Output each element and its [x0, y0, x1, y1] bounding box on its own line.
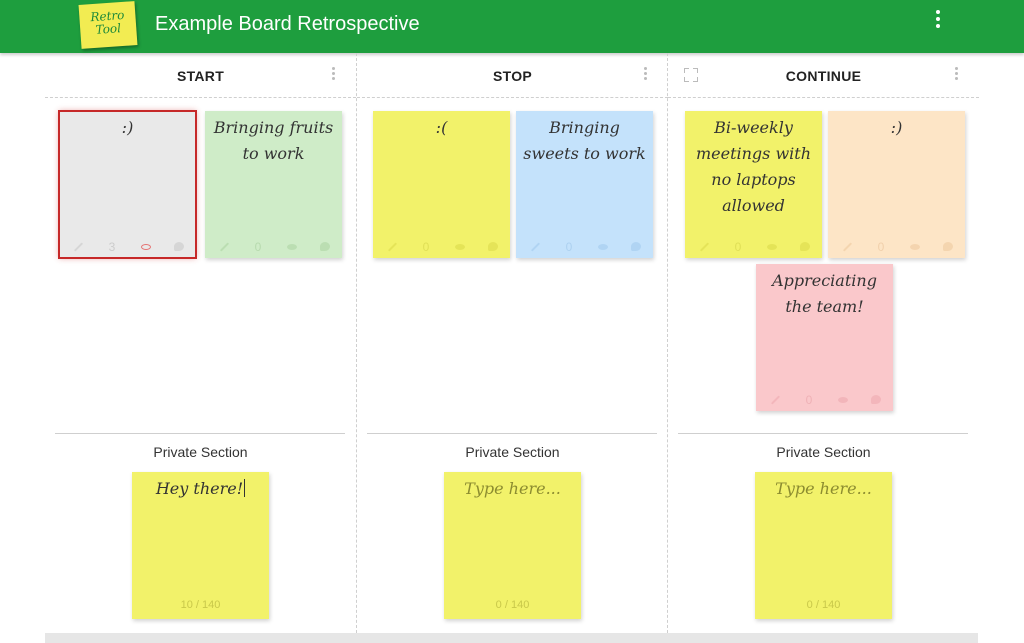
edit-icon[interactable]: [387, 242, 398, 252]
column-title: CONTINUE: [785, 68, 862, 84]
sticky-note[interactable]: :) 0: [828, 111, 965, 258]
note-footer: 0: [756, 389, 893, 411]
vote-count: 3: [108, 240, 116, 254]
edit-icon[interactable]: [842, 242, 853, 252]
column-title: START: [176, 68, 225, 84]
sticky-note[interactable]: Bi-weekly meetings with no laptops allow…: [685, 111, 822, 258]
eye-icon[interactable]: [598, 244, 608, 250]
private-divider: [367, 433, 657, 434]
note-text: Bringing sweets to work: [523, 118, 646, 163]
private-divider: [678, 433, 968, 434]
top-app-bar: Retro Tool Example Board Retrospective: [0, 0, 1024, 53]
column-header: CONTINUE: [668, 53, 979, 98]
private-note-input[interactable]: Type here... 0 / 140: [444, 472, 581, 619]
edit-icon[interactable]: [530, 242, 541, 252]
vote-count: 0: [565, 240, 573, 254]
eye-icon[interactable]: [141, 244, 151, 250]
column-header: START: [45, 53, 356, 98]
vote-count: 0: [422, 240, 430, 254]
palette-icon[interactable]: [320, 242, 330, 251]
edit-icon[interactable]: [73, 242, 84, 252]
note-text: Bi-weekly meetings with no laptops allow…: [695, 118, 812, 215]
edit-icon[interactable]: [699, 242, 710, 252]
vote-count: 0: [805, 393, 813, 407]
char-counter: 10 / 140: [180, 599, 221, 611]
edit-icon[interactable]: [219, 242, 230, 252]
palette-icon[interactable]: [943, 242, 953, 251]
vote-count: 0: [877, 240, 885, 254]
column-menu-icon[interactable]: [953, 67, 959, 83]
sticky-note[interactable]: :( 0: [373, 111, 510, 258]
palette-icon[interactable]: [488, 242, 498, 251]
note-footer: 0: [828, 236, 965, 258]
private-note-placeholder: Type here...: [775, 479, 872, 498]
more-vert-icon[interactable]: [930, 10, 946, 34]
eye-icon[interactable]: [910, 244, 920, 250]
column-title: STOP: [492, 68, 533, 84]
palette-icon[interactable]: [174, 242, 184, 251]
logo-text-line2: Tool: [95, 21, 122, 37]
retro-tool-logo[interactable]: Retro Tool: [78, 1, 138, 49]
note-footer: 0: [685, 236, 822, 258]
palette-icon[interactable]: [871, 395, 881, 404]
retro-board: START :) 3 Bringing fruits to work 0 Pri…: [45, 53, 979, 643]
sticky-note[interactable]: :) 3: [58, 110, 197, 259]
char-counter: 0 / 140: [495, 599, 530, 611]
note-text: Bringing fruits to work: [213, 118, 334, 163]
private-note-text: Hey there!: [155, 479, 244, 498]
note-text: :(: [435, 118, 448, 137]
palette-icon[interactable]: [631, 242, 641, 251]
palette-icon[interactable]: [800, 242, 810, 251]
private-divider: [55, 433, 345, 434]
private-note-placeholder: Type here...: [464, 479, 561, 498]
eye-icon[interactable]: [455, 244, 465, 250]
horizontal-scrollbar[interactable]: [45, 633, 978, 643]
note-text: :): [121, 118, 134, 137]
board-title: Example Board Retrospective: [155, 13, 420, 35]
char-counter: 0 / 140: [806, 599, 841, 611]
private-note-input[interactable]: Type here... 0 / 140: [755, 472, 892, 619]
note-text: Appreciating the team!: [772, 271, 877, 316]
private-section-label: Private Section: [465, 444, 560, 460]
text-cursor: [244, 479, 246, 497]
private-section-label: Private Section: [153, 444, 248, 460]
eye-icon[interactable]: [287, 244, 297, 250]
edit-icon[interactable]: [770, 395, 781, 405]
column-start: START :) 3 Bringing fruits to work 0 Pri…: [45, 53, 356, 643]
private-section-label: Private Section: [776, 444, 871, 460]
fullscreen-icon[interactable]: [684, 68, 698, 82]
vote-count: 0: [254, 240, 262, 254]
column-menu-icon[interactable]: [330, 67, 336, 83]
column-stop: STOP :( 0 Bringing sweets to work 0 Priv…: [356, 53, 668, 643]
column-continue: CONTINUE Bi-weekly meetings with no lapt…: [667, 53, 979, 643]
note-footer: 0: [516, 236, 653, 258]
vote-count: 0: [734, 240, 742, 254]
sticky-note[interactable]: Bringing sweets to work 0: [516, 111, 653, 258]
sticky-note[interactable]: Appreciating the team! 0: [756, 264, 893, 411]
note-footer: 3: [59, 236, 196, 258]
note-footer: 0: [373, 236, 510, 258]
eye-icon[interactable]: [838, 397, 848, 403]
column-header: STOP: [357, 53, 668, 98]
note-text: :): [890, 118, 903, 137]
eye-icon[interactable]: [767, 244, 777, 250]
sticky-note[interactable]: Bringing fruits to work 0: [205, 111, 342, 258]
note-footer: 0: [205, 236, 342, 258]
column-menu-icon[interactable]: [642, 67, 648, 83]
private-note-input[interactable]: Hey there! 10 / 140: [132, 472, 269, 619]
